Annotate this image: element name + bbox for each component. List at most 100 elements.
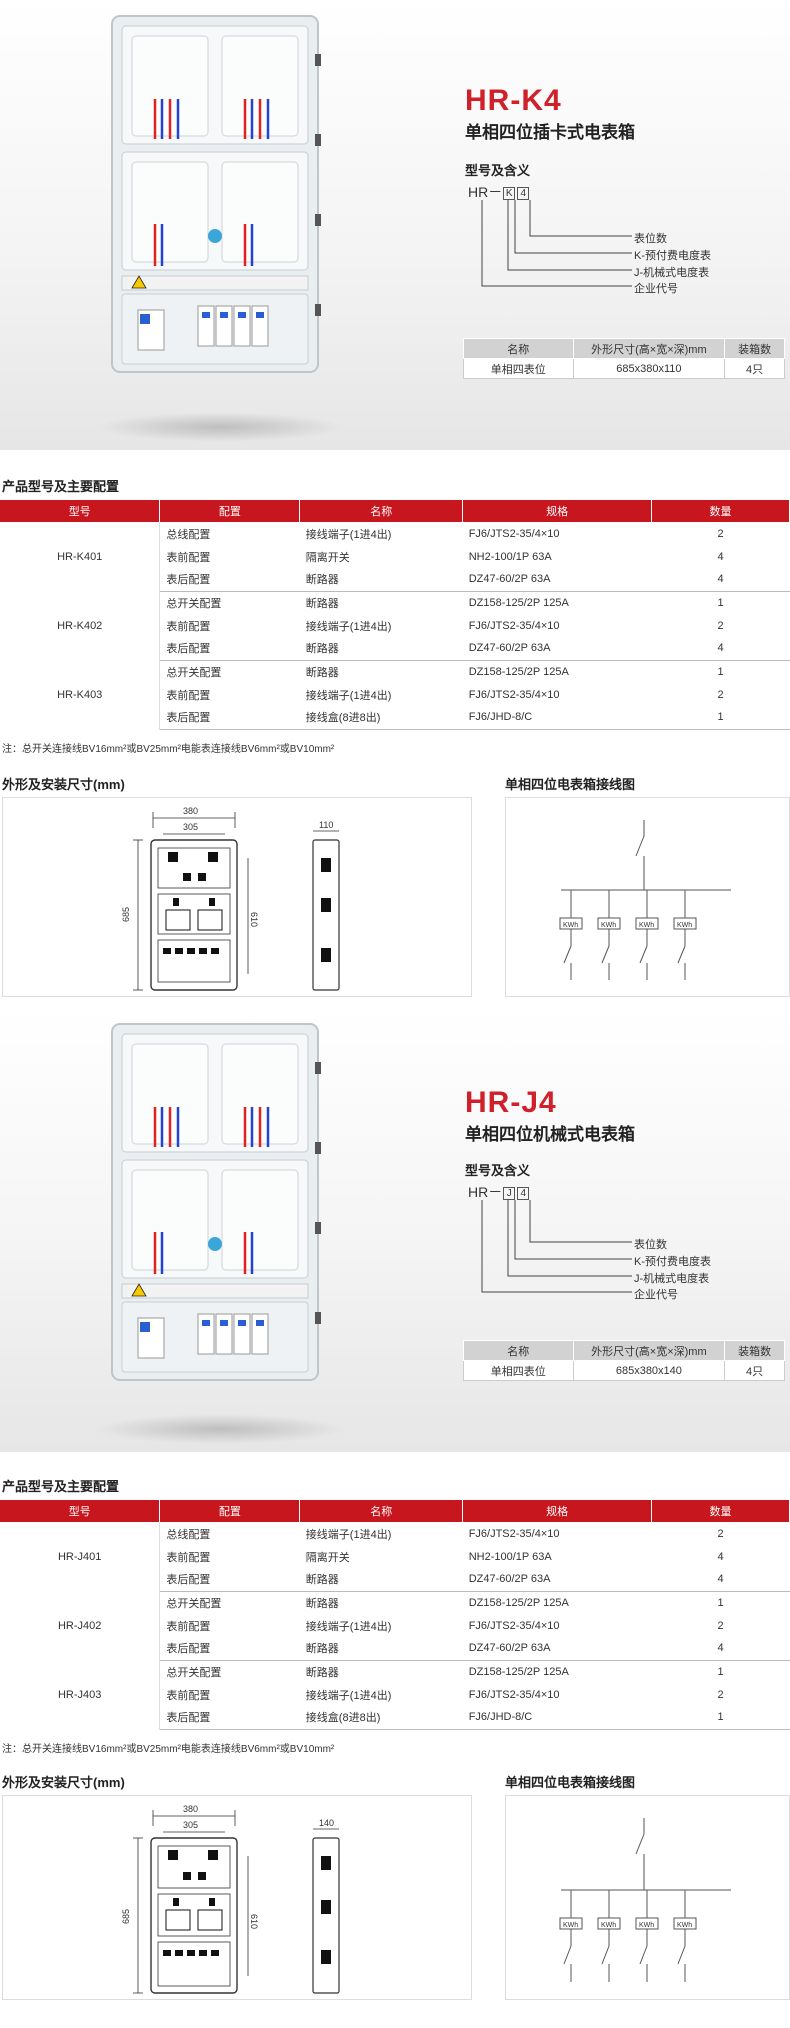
spec-cell: NH2-100/1P 63A xyxy=(468,550,552,563)
dimension-title: 外形及安装尺寸(mm) xyxy=(2,1775,125,1790)
spec-cell: FJ6/JHD-8/C xyxy=(462,706,652,730)
config-header-spec: 规格 xyxy=(462,1500,653,1522)
size-header-name: 名称 xyxy=(463,1340,574,1361)
config-cell: 总开关配置 xyxy=(166,597,222,610)
config-table: 型号 配置 名称 规格 数量 HR-K401 总线配置接线端子(1进4出)FJ6… xyxy=(0,500,790,730)
config-cell: 总开关配置 xyxy=(166,1597,222,1610)
config-cell: 表后配置 xyxy=(159,706,300,730)
model-cell: HR-J402 xyxy=(0,1591,161,1660)
config-header-config: 配置 xyxy=(159,500,301,522)
dim-width-outer: 380 xyxy=(183,1804,198,1814)
name-cell: 断路器 xyxy=(299,1637,463,1661)
legend-k: K-预付费电度表 xyxy=(634,250,711,262)
code-legend-lines xyxy=(481,200,632,287)
name-cell: 断路器 xyxy=(305,1597,339,1610)
name-cell: 接线盒(8进8出) xyxy=(299,706,463,730)
product-model: HR-J4 xyxy=(465,1086,557,1119)
kwh-label: KWh xyxy=(563,922,578,929)
qty-cell: 2 xyxy=(717,619,724,632)
wiring-title: 单相四位电表箱接线图 xyxy=(505,777,636,792)
name-cell: 接线端子(1进4出) xyxy=(305,1620,392,1633)
qty-cell: 1 xyxy=(717,1596,724,1609)
code-prefix: HR－ xyxy=(468,1184,503,1200)
dimension-title: 外形及安装尺寸(mm) xyxy=(2,777,125,792)
config-cell: 表后配置 xyxy=(159,637,300,661)
config-header-spec: 规格 xyxy=(462,500,653,522)
config-cell: 表后配置 xyxy=(159,1706,300,1730)
spec-cell: DZ158-125/2P 125A xyxy=(468,596,569,609)
wiring-diagram: KWh KWh KWh KWh xyxy=(505,1795,790,2000)
dim-width-inner: 305 xyxy=(183,822,198,832)
size-cell-name: 单相四表位 xyxy=(463,358,574,379)
qty-cell: 4 xyxy=(651,637,790,661)
code-digit: 4 xyxy=(517,1186,530,1200)
meter-box-photo xyxy=(111,1023,321,1381)
kwh-label: KWh xyxy=(677,1922,692,1929)
legend-digits: 表位数 xyxy=(634,233,667,245)
spec-cell: FJ6/JTS2-35/4×10 xyxy=(468,1527,560,1540)
config-cell: 表前配置 xyxy=(166,551,211,564)
kwh-label: KWh xyxy=(639,1922,654,1929)
size-header-qty: 装箱数 xyxy=(724,338,785,359)
model-cell: HR-K401 xyxy=(0,522,161,591)
spec-cell: FJ6/JTS2-35/4×10 xyxy=(468,1688,560,1701)
name-cell: 接线端子(1进4出) xyxy=(305,689,392,702)
size-header-qty: 装箱数 xyxy=(724,1340,785,1361)
name-cell: 隔离开关 xyxy=(305,1551,350,1564)
spec-cell: DZ47-60/2P 63A xyxy=(462,637,652,661)
code-letter: K xyxy=(503,186,516,200)
kwh-label: KWh xyxy=(563,1922,578,1929)
legend-digits: 表位数 xyxy=(634,1239,667,1251)
name-cell: 断路器 xyxy=(305,1666,339,1679)
dim-width-inner: 305 xyxy=(183,1820,198,1830)
qty-cell: 4 xyxy=(651,1568,790,1592)
product-subtitle: 单相四位插卡式电表箱 xyxy=(465,123,635,142)
config-table: 型号 配置 名称 规格 数量 HR-J401 总线配置接线端子(1进4出)FJ6… xyxy=(0,1500,790,1730)
product-subtitle: 单相四位机械式电表箱 xyxy=(465,1125,635,1144)
config-header-qty: 数量 xyxy=(651,1500,790,1522)
qty-cell: 1 xyxy=(717,665,724,678)
model-cell: HR-K402 xyxy=(0,591,161,660)
spec-cell: DZ47-60/2P 63A xyxy=(462,568,652,592)
config-cell: 表前配置 xyxy=(166,1620,211,1633)
config-header-name: 名称 xyxy=(299,500,464,522)
name-cell: 断路器 xyxy=(299,568,463,592)
dim-height-inner: 610 xyxy=(249,912,259,927)
wiring-svg: KWh KWh KWh KWh xyxy=(559,1818,731,1982)
spec-cell: FJ6/JTS2-35/4×10 xyxy=(468,619,560,632)
name-cell: 断路器 xyxy=(305,666,339,679)
size-cell-dims: 685x380x140 xyxy=(572,1360,726,1381)
size-cell-qty: 4只 xyxy=(724,358,785,379)
config-cell: 表前配置 xyxy=(166,620,211,633)
dim-height-outer: 685 xyxy=(121,907,131,922)
qty-cell: 4 xyxy=(717,550,724,563)
size-header-dims: 外形尺寸(高×宽×深)mm xyxy=(572,338,726,359)
wire-note: 注：总开关连接线BV16mm²或BV25mm²电能表连接线BV6mm²或BV10… xyxy=(2,1744,335,1755)
dim-width-outer: 380 xyxy=(183,806,198,816)
name-cell: 接线端子(1进4出) xyxy=(305,1528,392,1541)
spec-cell: FJ6/JTS2-35/4×10 xyxy=(468,1619,560,1632)
meaning-title: 型号及含义 xyxy=(465,1163,531,1178)
dimension-svg: 380 305 685 610 110 xyxy=(121,806,340,991)
config-header-model: 型号 xyxy=(0,1500,161,1522)
dim-height-outer: 685 xyxy=(121,1909,131,1924)
qty-cell: 1 xyxy=(651,1706,790,1730)
meter-box-photo xyxy=(111,15,321,373)
product-model: HR-K4 xyxy=(465,84,562,117)
model-cell: HR-J401 xyxy=(0,1522,161,1591)
spec-cell: NH2-100/1P 63A xyxy=(468,1550,552,1563)
kwh-label: KWh xyxy=(601,1922,616,1929)
